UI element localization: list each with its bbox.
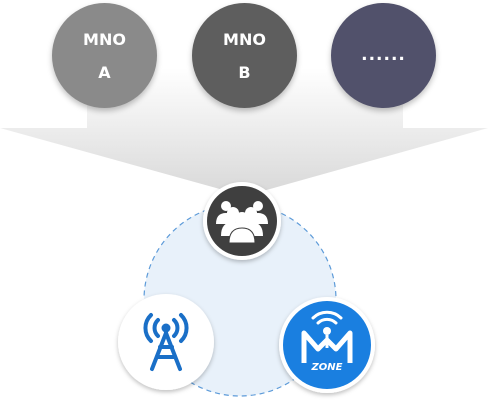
users-group-icon — [203, 182, 281, 260]
more-operators-label: ...... — [361, 45, 406, 65]
mno-a-label: MNO — [83, 29, 126, 49]
mzone-logo-icon: ZONE — [279, 297, 375, 393]
mzone-logo-text: ZONE — [311, 362, 343, 373]
more-operators-circle: ...... — [331, 3, 436, 108]
mno-a-letter: A — [98, 62, 111, 82]
mno-b-letter: B — [238, 62, 251, 82]
cell-tower-icon — [118, 294, 214, 390]
mno-a-circle: MNO A — [52, 3, 157, 108]
mno-b-label: MNO — [223, 29, 266, 49]
mno-b-circle: MNO B — [192, 3, 297, 108]
